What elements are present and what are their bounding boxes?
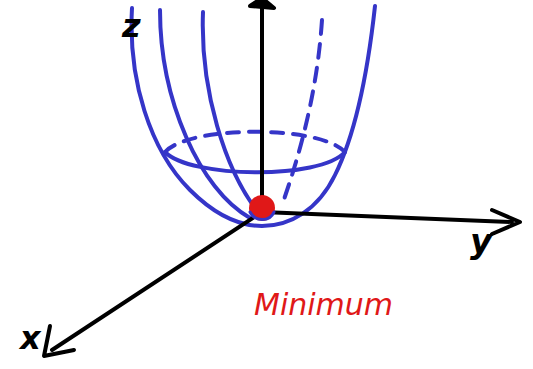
z-axis: [260, 8, 264, 212]
paraboloid-curve: [250, 212, 274, 220]
x-axis: [52, 212, 262, 350]
axis-label: y: [470, 224, 492, 258]
arrowhead: [44, 326, 74, 356]
axis-label: z: [122, 10, 141, 42]
paraboloid-outline: [132, 6, 375, 226]
arrowhead: [250, 0, 274, 8]
arrowhead: [492, 210, 520, 234]
level-ellipse: [165, 152, 345, 172]
point-label: Minimum: [254, 290, 393, 320]
minimum-point: [249, 195, 275, 221]
paraboloid-curve: [203, 12, 258, 212]
paraboloid-hidden-curve: [282, 20, 322, 205]
level-ellipse-hidden: [165, 132, 345, 152]
y-axis: [262, 212, 512, 222]
axis-label: x: [20, 322, 41, 354]
